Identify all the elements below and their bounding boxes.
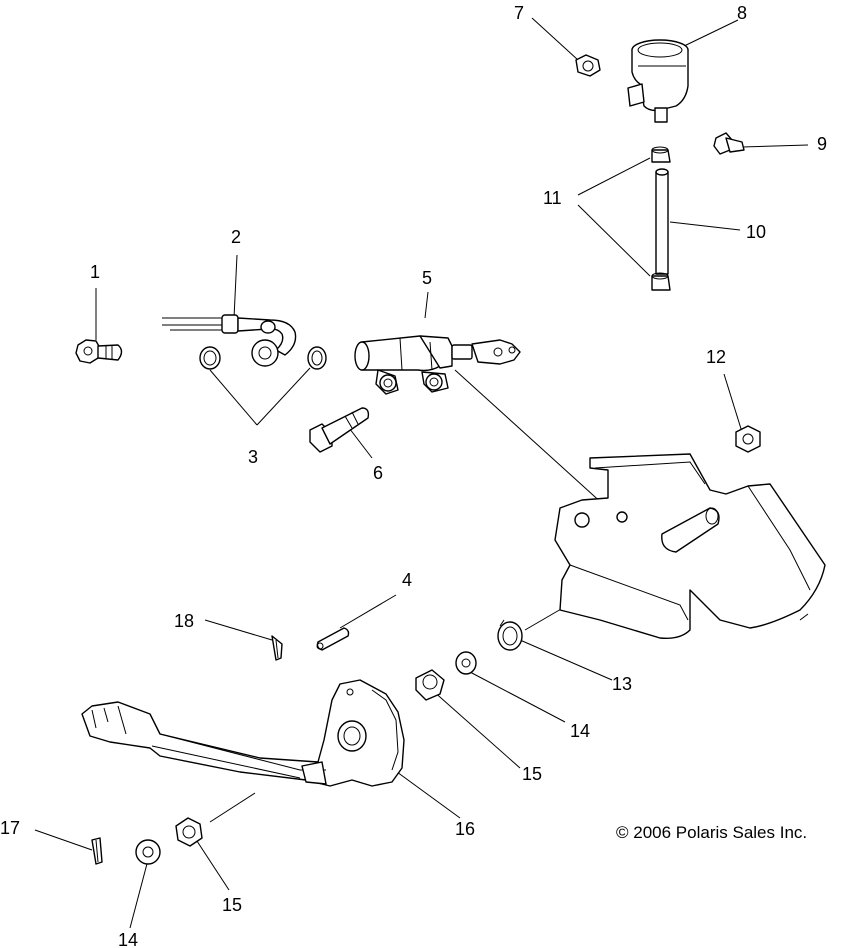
pivot-pin bbox=[316, 627, 350, 651]
leader-7 bbox=[531, 17, 579, 61]
leader-16b bbox=[209, 792, 256, 823]
banjo-bolt bbox=[75, 339, 123, 364]
bushing-lower bbox=[175, 817, 203, 847]
callout-9: 9 bbox=[817, 134, 827, 154]
callout-4: 4 bbox=[402, 570, 412, 590]
leader-3a bbox=[209, 369, 258, 426]
cotter-pin-upper bbox=[271, 635, 283, 661]
leader-11a bbox=[577, 157, 651, 196]
washer-lower bbox=[135, 839, 161, 865]
callout-6: 6 bbox=[373, 463, 383, 483]
callout-15-upper: 15 bbox=[522, 764, 542, 784]
leader-5b bbox=[454, 369, 616, 516]
callout-7: 7 bbox=[514, 3, 524, 23]
callout-15-lower: 15 bbox=[222, 895, 242, 915]
circlip bbox=[497, 619, 523, 651]
leader-14b bbox=[129, 859, 149, 929]
callout-8: 8 bbox=[737, 3, 747, 23]
callout-13: 13 bbox=[612, 674, 632, 694]
leader-2 bbox=[233, 254, 238, 319]
leader-12 bbox=[723, 373, 743, 433]
mounting-bolt bbox=[309, 407, 370, 453]
callout-17: 17 bbox=[0, 818, 20, 838]
leader-3b bbox=[256, 367, 311, 426]
leader-14a bbox=[469, 671, 566, 723]
brake-fluid-reservoir bbox=[627, 39, 689, 123]
bushing-upper bbox=[415, 669, 445, 701]
cotter-pin-lower bbox=[91, 837, 103, 865]
reservoir-nut bbox=[575, 54, 601, 77]
washer-upper bbox=[455, 651, 477, 675]
leader-15b bbox=[194, 837, 230, 891]
leader-18 bbox=[204, 619, 273, 641]
callout-18: 18 bbox=[174, 611, 194, 631]
leader-15a bbox=[431, 689, 521, 769]
leader-4 bbox=[339, 594, 397, 629]
hose-clamps bbox=[651, 146, 671, 291]
leader-16 bbox=[396, 771, 461, 819]
leader-10 bbox=[669, 221, 741, 231]
callout-16: 16 bbox=[455, 819, 475, 839]
callout-12: 12 bbox=[706, 347, 726, 367]
leader-9 bbox=[741, 144, 809, 148]
callout-5: 5 bbox=[422, 268, 432, 288]
reservoir-hose bbox=[655, 168, 669, 275]
callout-14-upper: 14 bbox=[570, 721, 590, 741]
leader-5 bbox=[424, 291, 429, 319]
brake-pedal bbox=[81, 679, 405, 787]
master-cylinder bbox=[354, 335, 521, 395]
callout-14-lower: 14 bbox=[118, 930, 138, 948]
brake-hose bbox=[162, 314, 297, 367]
sealing-washers bbox=[199, 346, 327, 370]
callout-labels: 1 2 3 4 5 6 7 8 9 10 11 12 13 14 15 16 1… bbox=[0, 3, 827, 948]
leader-17 bbox=[34, 829, 93, 851]
leader-13 bbox=[519, 639, 613, 681]
leader-11b bbox=[577, 204, 651, 277]
callout-2: 2 bbox=[231, 227, 241, 247]
leader-8 bbox=[679, 19, 739, 49]
reservoir-screw bbox=[713, 132, 745, 155]
callout-3: 3 bbox=[248, 447, 258, 467]
leader-lines bbox=[34, 17, 809, 929]
callout-10: 10 bbox=[746, 222, 766, 242]
callout-11: 11 bbox=[543, 188, 562, 208]
mounting-bracket bbox=[554, 453, 826, 640]
copyright-notice: © 2006 Polaris Sales Inc. bbox=[616, 823, 807, 842]
bracket-nut bbox=[735, 425, 761, 453]
callout-1: 1 bbox=[90, 262, 100, 282]
